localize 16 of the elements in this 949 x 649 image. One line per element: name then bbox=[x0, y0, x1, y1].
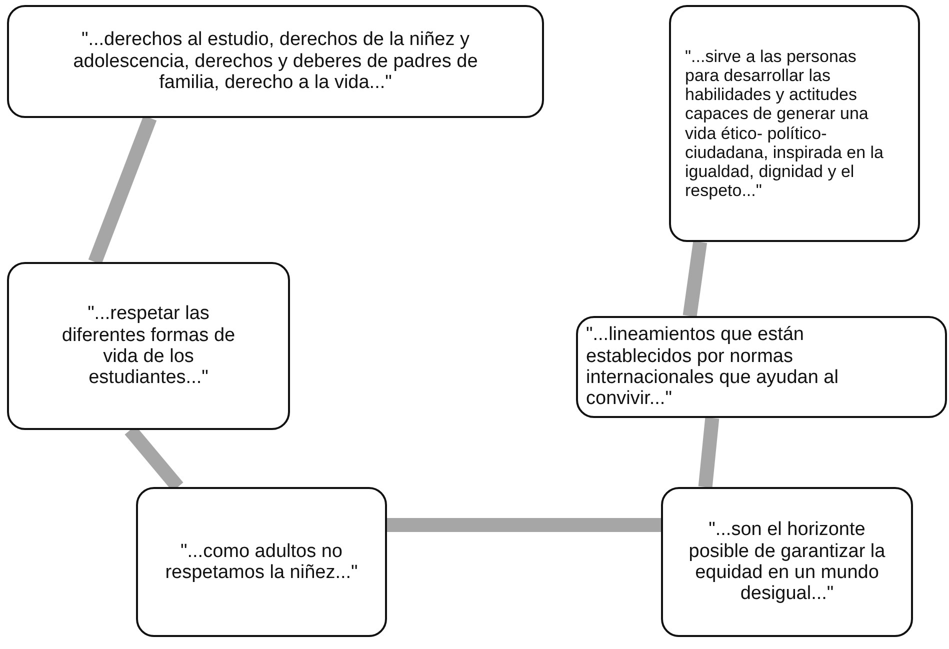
quote-box bbox=[136, 487, 387, 637]
quote-box bbox=[7, 262, 290, 430]
quote-text: "...sirve a las personas para desarrollar las habilidades y actitudes capaces de generar una vida ético- político-ciudadana, inspirada en la igualdad, dignidad y el respeto..." bbox=[685, 46, 884, 200]
quote-box bbox=[661, 487, 913, 637]
quote-text: "...respetar las diferentes formas de vida de los estudiantes..." bbox=[60, 303, 236, 389]
quote-text: "...como adultos no respetamos la niñez..." bbox=[164, 540, 359, 584]
connector-line bbox=[88, 116, 157, 264]
quote-box bbox=[7, 5, 544, 118]
quote-text: "...derechos al estudio, derechos de la niñez y adolescencia, derechos y deberes de padres de familia, derecho a la vida..." bbox=[72, 29, 479, 94]
connector-line bbox=[698, 417, 720, 488]
connector-line bbox=[387, 518, 661, 532]
quote-text: "...son el horizonte posible de garantizar la equidad en un mundo desigual..." bbox=[688, 519, 886, 605]
quote-text: "...lineamientos que están establecidos por normas internacionales que ayudan al convivir..." bbox=[586, 324, 840, 410]
quote-box bbox=[669, 5, 920, 242]
connector-line bbox=[682, 241, 708, 317]
quote-box bbox=[576, 316, 947, 418]
